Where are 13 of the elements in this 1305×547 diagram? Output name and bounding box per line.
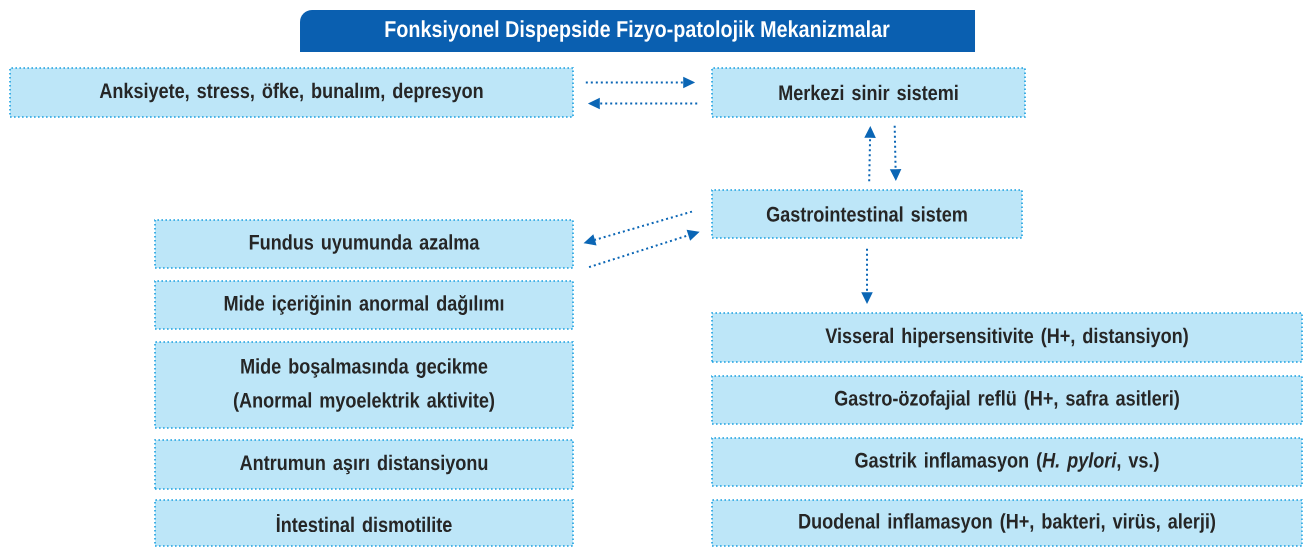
text-box: Antrumun aşırı distansiyonu: [154, 439, 574, 490]
text-box: Mide içeriğinin anormal dağılımı: [154, 280, 574, 330]
text-box: Mide boşalmasında gecikme (Anormal myoelektrik aktivite): [154, 341, 574, 429]
text-box: Duodenal inflamasyon (H+, bakteri, virüs, alerji): [711, 499, 1303, 547]
text-box: Gastrik inflamasyon (H. pylori, vs.): [711, 437, 1303, 487]
text-box: Visseral hipersensitivite (H+, distansiyon): [711, 312, 1303, 363]
text-box: Anksiyete, stress, öfke, bunalım, depresyon: [9, 67, 574, 118]
text-box: Fundus uyumunda azalma: [154, 219, 574, 269]
title-banner: Fonksiyonel Dispepside Fizyo-patolojik Mekanizmalar: [300, 10, 975, 52]
text-box: Merkezi sinir sistemi: [711, 67, 1026, 118]
text-box: İntestinal dismotilite: [154, 499, 574, 547]
text-box: Gastrointestinal sistem: [711, 189, 1023, 239]
text-box: Gastro-özofajial reflü (H+, safra asitleri): [711, 375, 1303, 425]
